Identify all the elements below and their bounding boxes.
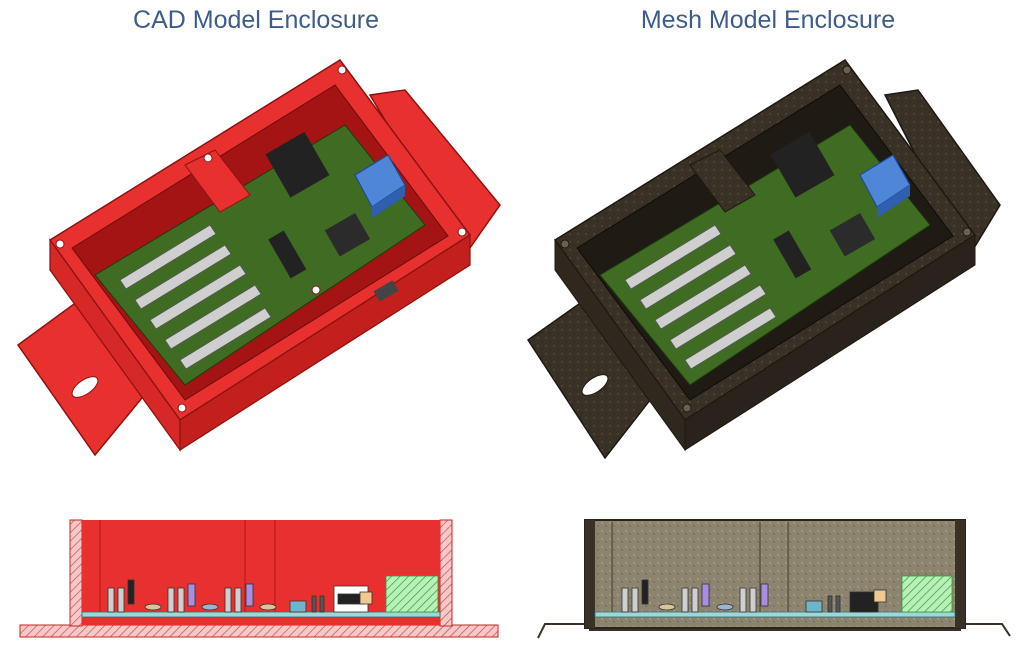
cad-enclosure-iso	[16, 58, 501, 457]
mesh-title: Mesh Model Enclosure	[640, 6, 896, 34]
mesh-component-rows	[624, 224, 777, 370]
cad-component-rows	[119, 224, 272, 370]
cad-enclosure-section	[19, 519, 499, 638]
cad-title: CAD Model Enclosure	[133, 6, 379, 34]
mesh-enclosure-section	[537, 519, 1011, 639]
mesh-enclosure-iso	[526, 58, 1001, 460]
